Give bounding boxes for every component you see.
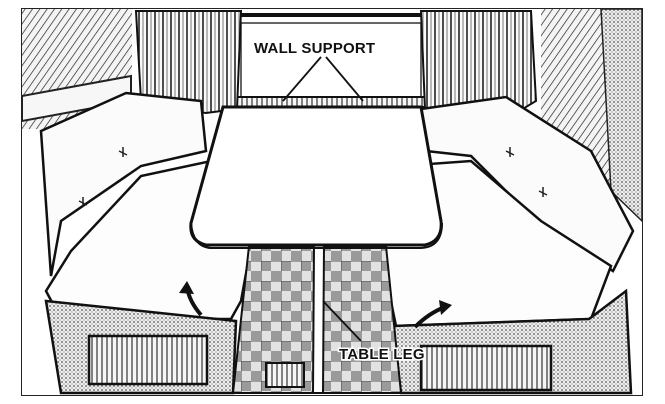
table-leg-label: TABLE LEG bbox=[339, 346, 425, 363]
table-leg bbox=[313, 245, 324, 393]
right-curtain bbox=[421, 11, 536, 113]
right-storage-door bbox=[421, 346, 551, 390]
table-top bbox=[191, 107, 441, 245]
left-storage-door bbox=[89, 336, 207, 384]
illustration-frame: WALL SUPPORT TABLE LEG bbox=[21, 8, 643, 396]
window-glass bbox=[241, 23, 421, 97]
floor-vent bbox=[266, 363, 304, 387]
wall-support-label: WALL SUPPORT bbox=[254, 40, 375, 57]
dinette-illustration: WALL SUPPORT TABLE LEG bbox=[22, 9, 642, 395]
